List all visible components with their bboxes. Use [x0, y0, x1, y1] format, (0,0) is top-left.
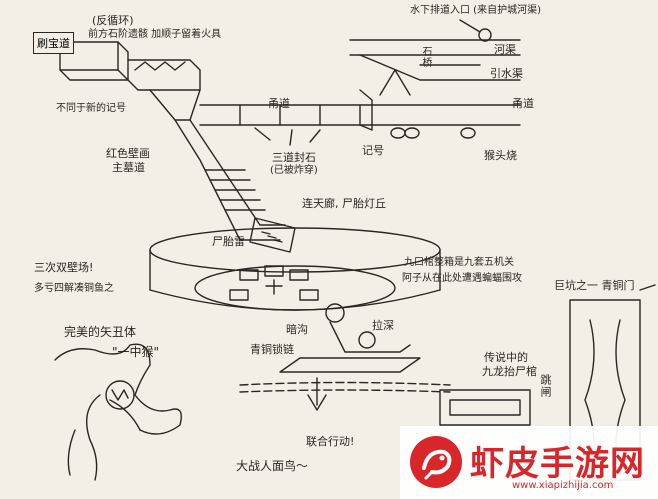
label-two-monkey: "一中猴": [112, 345, 160, 359]
label-legend-line2: 九龙抬尸棺: [482, 365, 537, 378]
sky-bridge: [249, 217, 296, 253]
label-sky-bridge: 连天廊, 尸胎灯丘: [302, 197, 386, 210]
main-corridor: [149, 89, 286, 241]
label-three-stones-line1: 三道封石: [272, 151, 316, 164]
label-joint-action: 联合行动!: [306, 435, 355, 448]
label-nine-mouth-line2: 阿子从在此处遭遇蝙蝠围攻: [402, 273, 522, 284]
water-system: [349, 19, 521, 96]
legend-coffin: [439, 389, 531, 426]
label-red-wall-line1: 红色壁画: [106, 147, 150, 160]
label-perfect-body: 完美的矢丑体: [64, 325, 137, 339]
label-passage-b: 甬道: [512, 97, 534, 110]
pots: [390, 127, 476, 139]
label-corpse-rat: 尸胎雷: [212, 235, 245, 248]
label-three-mistakes-line1: 三次双壁场!: [34, 261, 94, 274]
watermark-url: www.xiapizhijia.com: [512, 480, 614, 491]
watermark-brand: 虾皮手游网 www.xiapizhijia.com: [400, 426, 658, 499]
label-pull-deep: 拉深: [372, 319, 394, 332]
label-monkey-head: 猴头烧: [484, 149, 517, 162]
label-reverse-bracket: (反循环): [92, 14, 134, 27]
label-three-mistakes-line2: 多亏四解凑铜鱼之: [34, 283, 114, 294]
label-diversion: 引水渠: [490, 67, 523, 80]
label-dark-drain: 暗沟: [286, 323, 308, 336]
label-top-left-note: 前方石阶遗骸 加顺子留着火具: [88, 29, 222, 40]
horizontal-passage: [199, 89, 521, 131]
label-room-box: 刷宝道: [33, 32, 74, 54]
label-mark: 记号: [362, 144, 384, 157]
label-battle: 大战人面鸟～: [236, 459, 309, 473]
label-nine-mouth-line1: 九口棺整箱是九套五机关: [404, 257, 514, 268]
passage-arrows: [254, 127, 321, 146]
label-legend-line1: 传说中的: [484, 351, 528, 364]
watermark-name: 虾皮手游网: [470, 444, 645, 484]
drain-area: [239, 303, 451, 411]
label-giant-pit: 巨坑之一 青铜门: [554, 279, 635, 292]
label-passage-a: 甬道: [268, 97, 290, 110]
creature: [54, 343, 182, 481]
label-three-stones-line2: (已被炸穿): [270, 165, 318, 176]
label-moat: 河渠: [494, 43, 516, 56]
label-bronze-chain: 青铜锁链: [250, 343, 294, 356]
label-no-mark: 不同于新的记号: [56, 103, 126, 114]
shrimp-logo-icon: [410, 436, 462, 488]
label-jump-dock: 跳闸: [539, 374, 552, 398]
cylinder-chamber: [149, 227, 441, 311]
top-left-room: [59, 41, 201, 91]
label-water-top: 水下排道入口 (来自护城河渠): [410, 5, 541, 16]
label-red-wall-line2: 主墓道: [112, 161, 145, 174]
label-stone-bridge: 石桥: [420, 46, 431, 68]
